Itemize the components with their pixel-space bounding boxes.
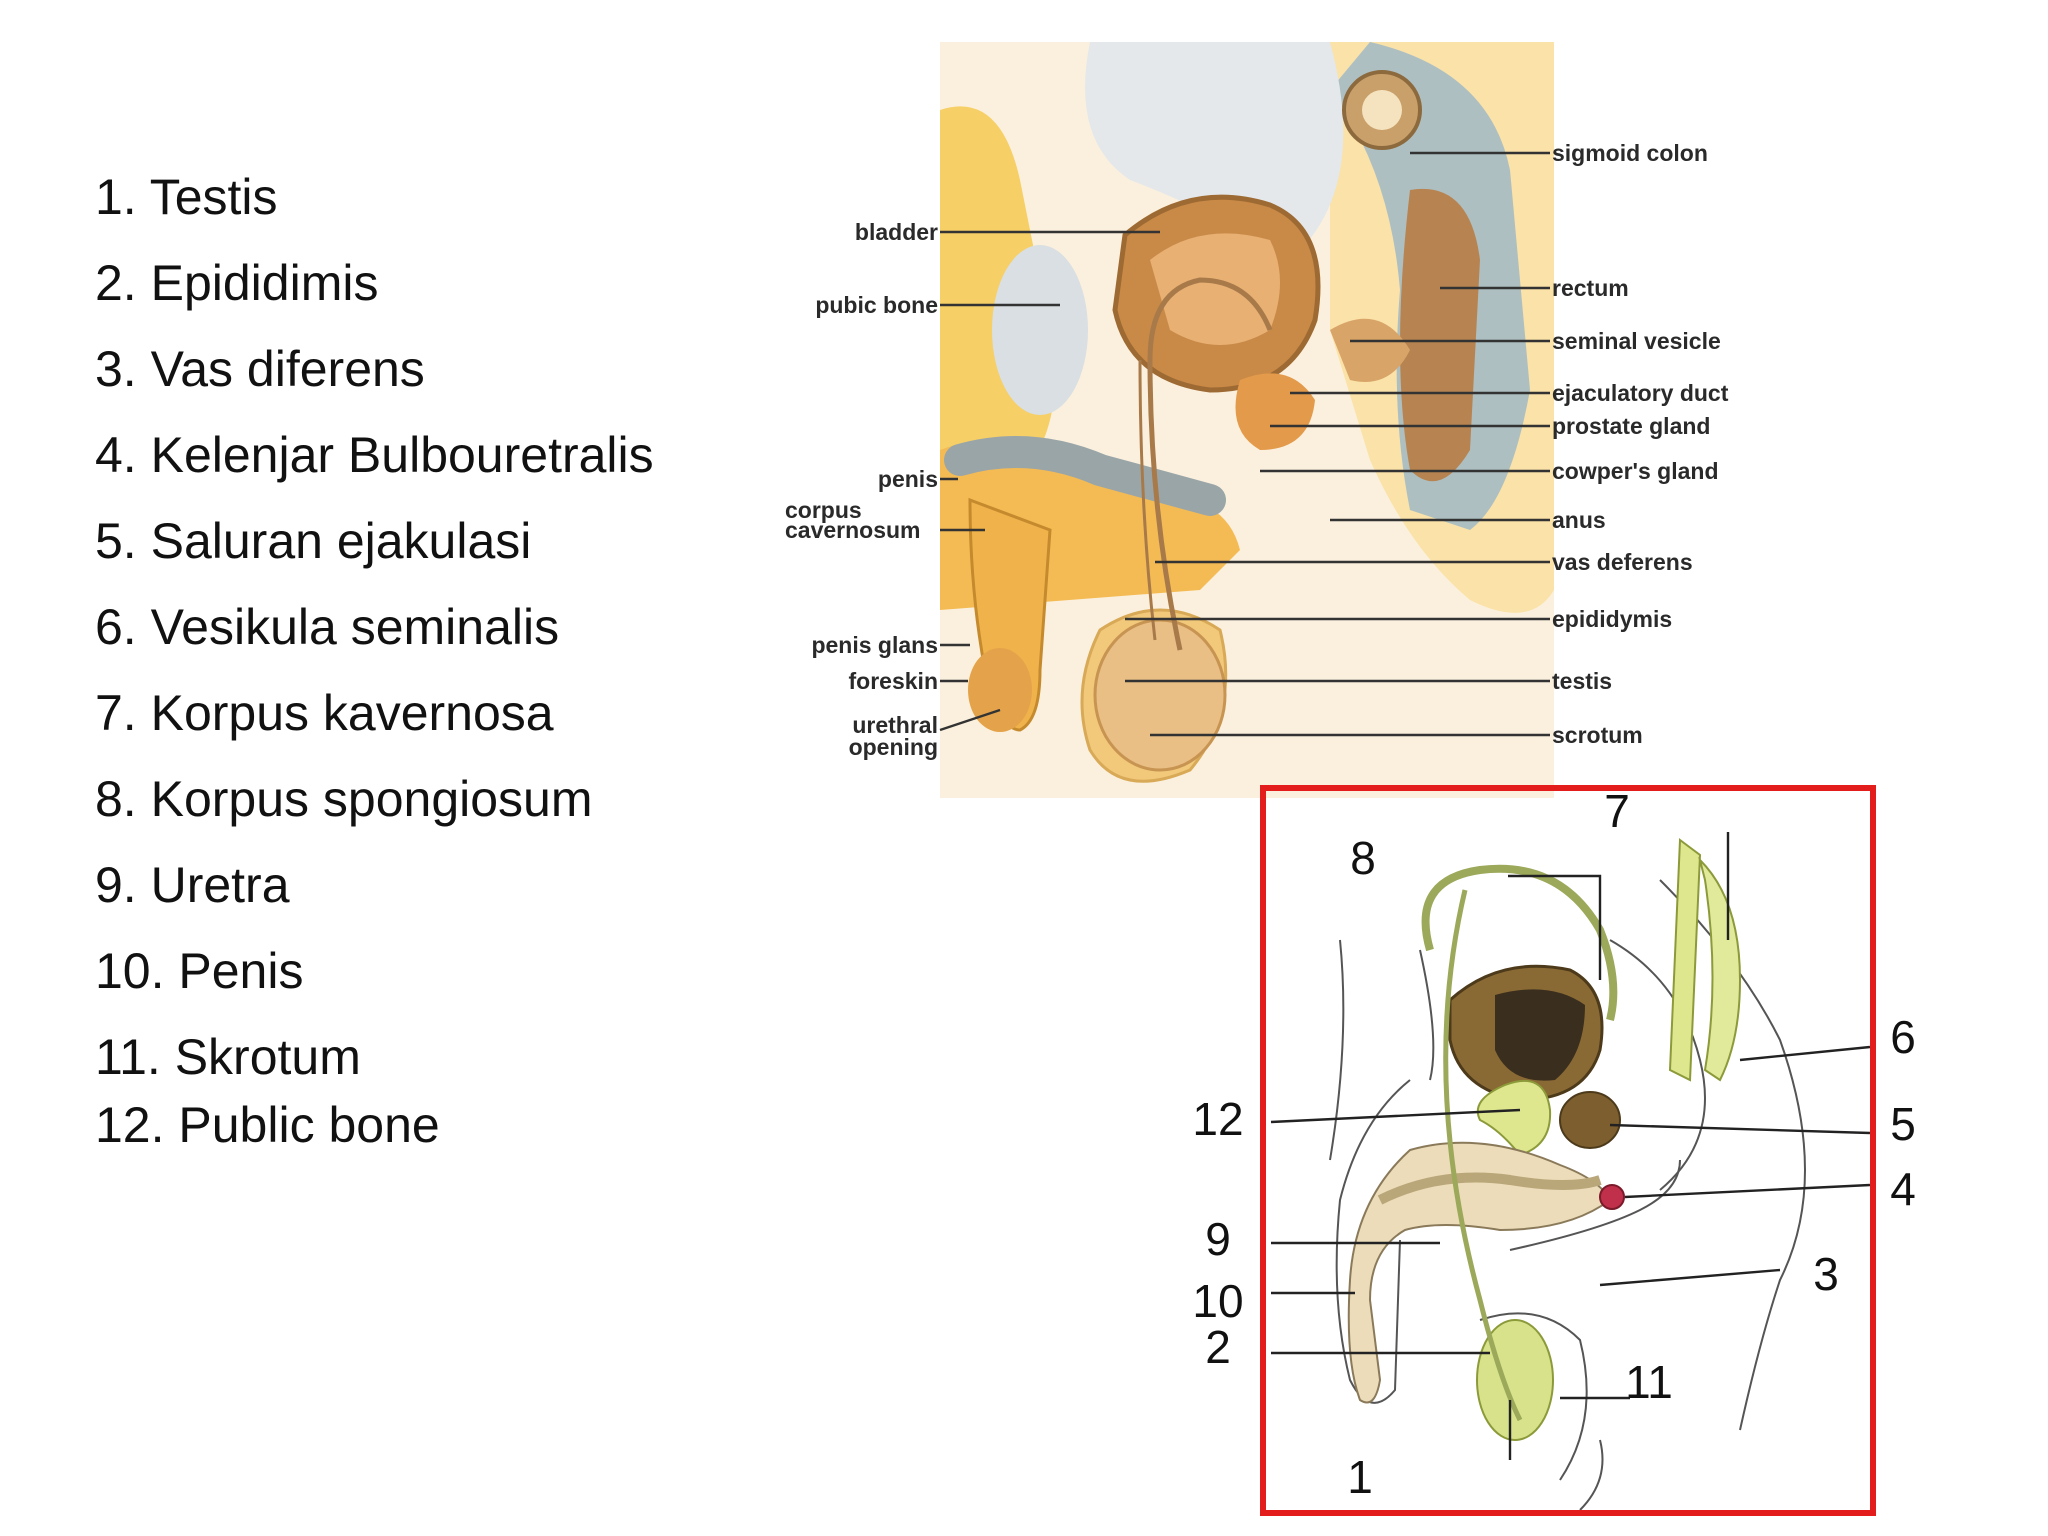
label-vas-deferens: vas deferens <box>1552 549 1693 575</box>
legend-item-testis: 1. Testis <box>95 169 278 225</box>
number-5: 5 <box>1890 1098 1916 1150</box>
number-6: 6 <box>1890 1011 1916 1063</box>
highlight-frame <box>1260 785 1876 1516</box>
label-ejaculatory-duct: ejaculatory duct <box>1552 380 1729 406</box>
anatomy-labels: sigmoid colon bladder pubic bone rectum … <box>785 140 1729 760</box>
label-cavernosum: cavernosum <box>785 517 921 543</box>
number-2: 2 <box>1205 1321 1231 1373</box>
legend-item-korpus-kavernosa: 7. Korpus kavernosa <box>95 685 554 741</box>
legend-item-vesikula-seminalis: 6. Vesikula seminalis <box>95 599 560 655</box>
legend-item-skrotum: 11. Skrotum <box>95 1029 361 1085</box>
label-sigmoid-colon: sigmoid colon <box>1552 140 1708 166</box>
legend-item-epididimis: 2. Epididimis <box>95 255 379 311</box>
number-11: 11 <box>1625 1356 1673 1408</box>
number-1: 1 <box>1347 1451 1373 1503</box>
male-anatomy-illustration: sigmoid colon bladder pubic bone rectum … <box>785 42 1729 798</box>
illustration-artwork <box>940 42 1554 798</box>
label-urethral: urethral <box>852 712 938 738</box>
label-seminal-vesicle: seminal vesicle <box>1552 328 1721 354</box>
label-scrotum: scrotum <box>1552 722 1643 748</box>
label-rectum: rectum <box>1552 275 1629 301</box>
label-bladder: bladder <box>855 219 938 245</box>
label-anus: anus <box>1552 507 1606 533</box>
legend-item-saluran-ejakulasi: 5. Saluran ejakulasi <box>95 513 532 569</box>
label-opening: opening <box>849 734 938 760</box>
number-9: 9 <box>1205 1213 1231 1265</box>
legend-item-vas-diferens: 3. Vas diferens <box>95 341 425 397</box>
label-penis-glans: penis glans <box>811 632 938 658</box>
label-pubic-bone: pubic bone <box>815 292 938 318</box>
legend-item-penis: 10. Penis <box>95 943 304 999</box>
legend-item-uretra: 9. Uretra <box>95 857 290 913</box>
number-4: 4 <box>1890 1163 1916 1215</box>
label-prostate-gland: prostate gland <box>1552 413 1710 439</box>
label-testis: testis <box>1552 668 1612 694</box>
drawing-fills <box>1347 838 1742 1441</box>
label-penis: penis <box>878 466 938 492</box>
leader-lines <box>939 151 1550 737</box>
callout-numbers: 1 2 3 4 5 6 7 8 9 10 11 12 <box>1192 785 1915 1503</box>
numbered-anatomy-drawing: 1 2 3 4 5 6 7 8 9 10 11 12 <box>1192 785 1916 1516</box>
legend-item-kelenjar-bulbouretralis: 4. Kelenjar Bulbouretralis <box>95 427 654 483</box>
legend-item-korpus-spongiosum: 8. Korpus spongiosum <box>95 771 593 827</box>
callout-lines <box>1270 832 1871 1460</box>
label-foreskin: foreskin <box>849 668 938 694</box>
number-3: 3 <box>1813 1248 1839 1300</box>
number-10: 10 <box>1192 1275 1243 1327</box>
label-epididymis: epididymis <box>1552 606 1672 632</box>
number-7: 7 <box>1604 785 1630 837</box>
number-8: 8 <box>1350 832 1376 884</box>
label-cowpers-gland: cowper's gland <box>1552 458 1719 484</box>
legend-item-public-bone: 12. Public bone <box>95 1097 440 1153</box>
number-12: 12 <box>1192 1093 1243 1145</box>
label-corpus: corpus <box>785 497 862 523</box>
